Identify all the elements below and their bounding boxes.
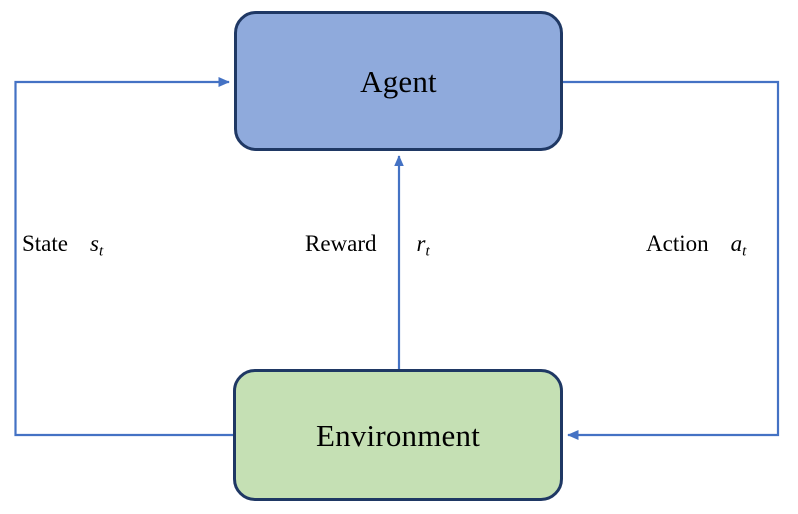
edge-label-action-text: Action (646, 231, 709, 256)
edge-symbol-action-base: a (730, 231, 743, 256)
node-environment[interactable]: Environment (233, 369, 563, 501)
edge-symbol-state: st (90, 231, 104, 260)
node-environment-label: Environment (315, 417, 481, 453)
node-agent[interactable]: Agent (234, 11, 563, 151)
connector-state (14, 76, 233, 437)
edge-label-reward-text: Reward (305, 231, 377, 256)
edge-symbol-action: at (730, 231, 747, 260)
connector-action (563, 80, 780, 441)
edge-label-state-text: State (22, 231, 68, 256)
edge-label-reward: Reward rt (305, 232, 430, 258)
edge-symbol-state-subscript: t (98, 242, 104, 260)
edge-symbol-action-subscript: t (742, 242, 747, 260)
edge-symbol-reward-base: r (416, 231, 426, 256)
node-agent-label: Agent (360, 63, 437, 99)
edge-symbol-reward: rt (416, 231, 430, 260)
edge-symbol-state-base: s (90, 231, 99, 256)
edge-symbol-reward-subscript: t (425, 242, 430, 260)
